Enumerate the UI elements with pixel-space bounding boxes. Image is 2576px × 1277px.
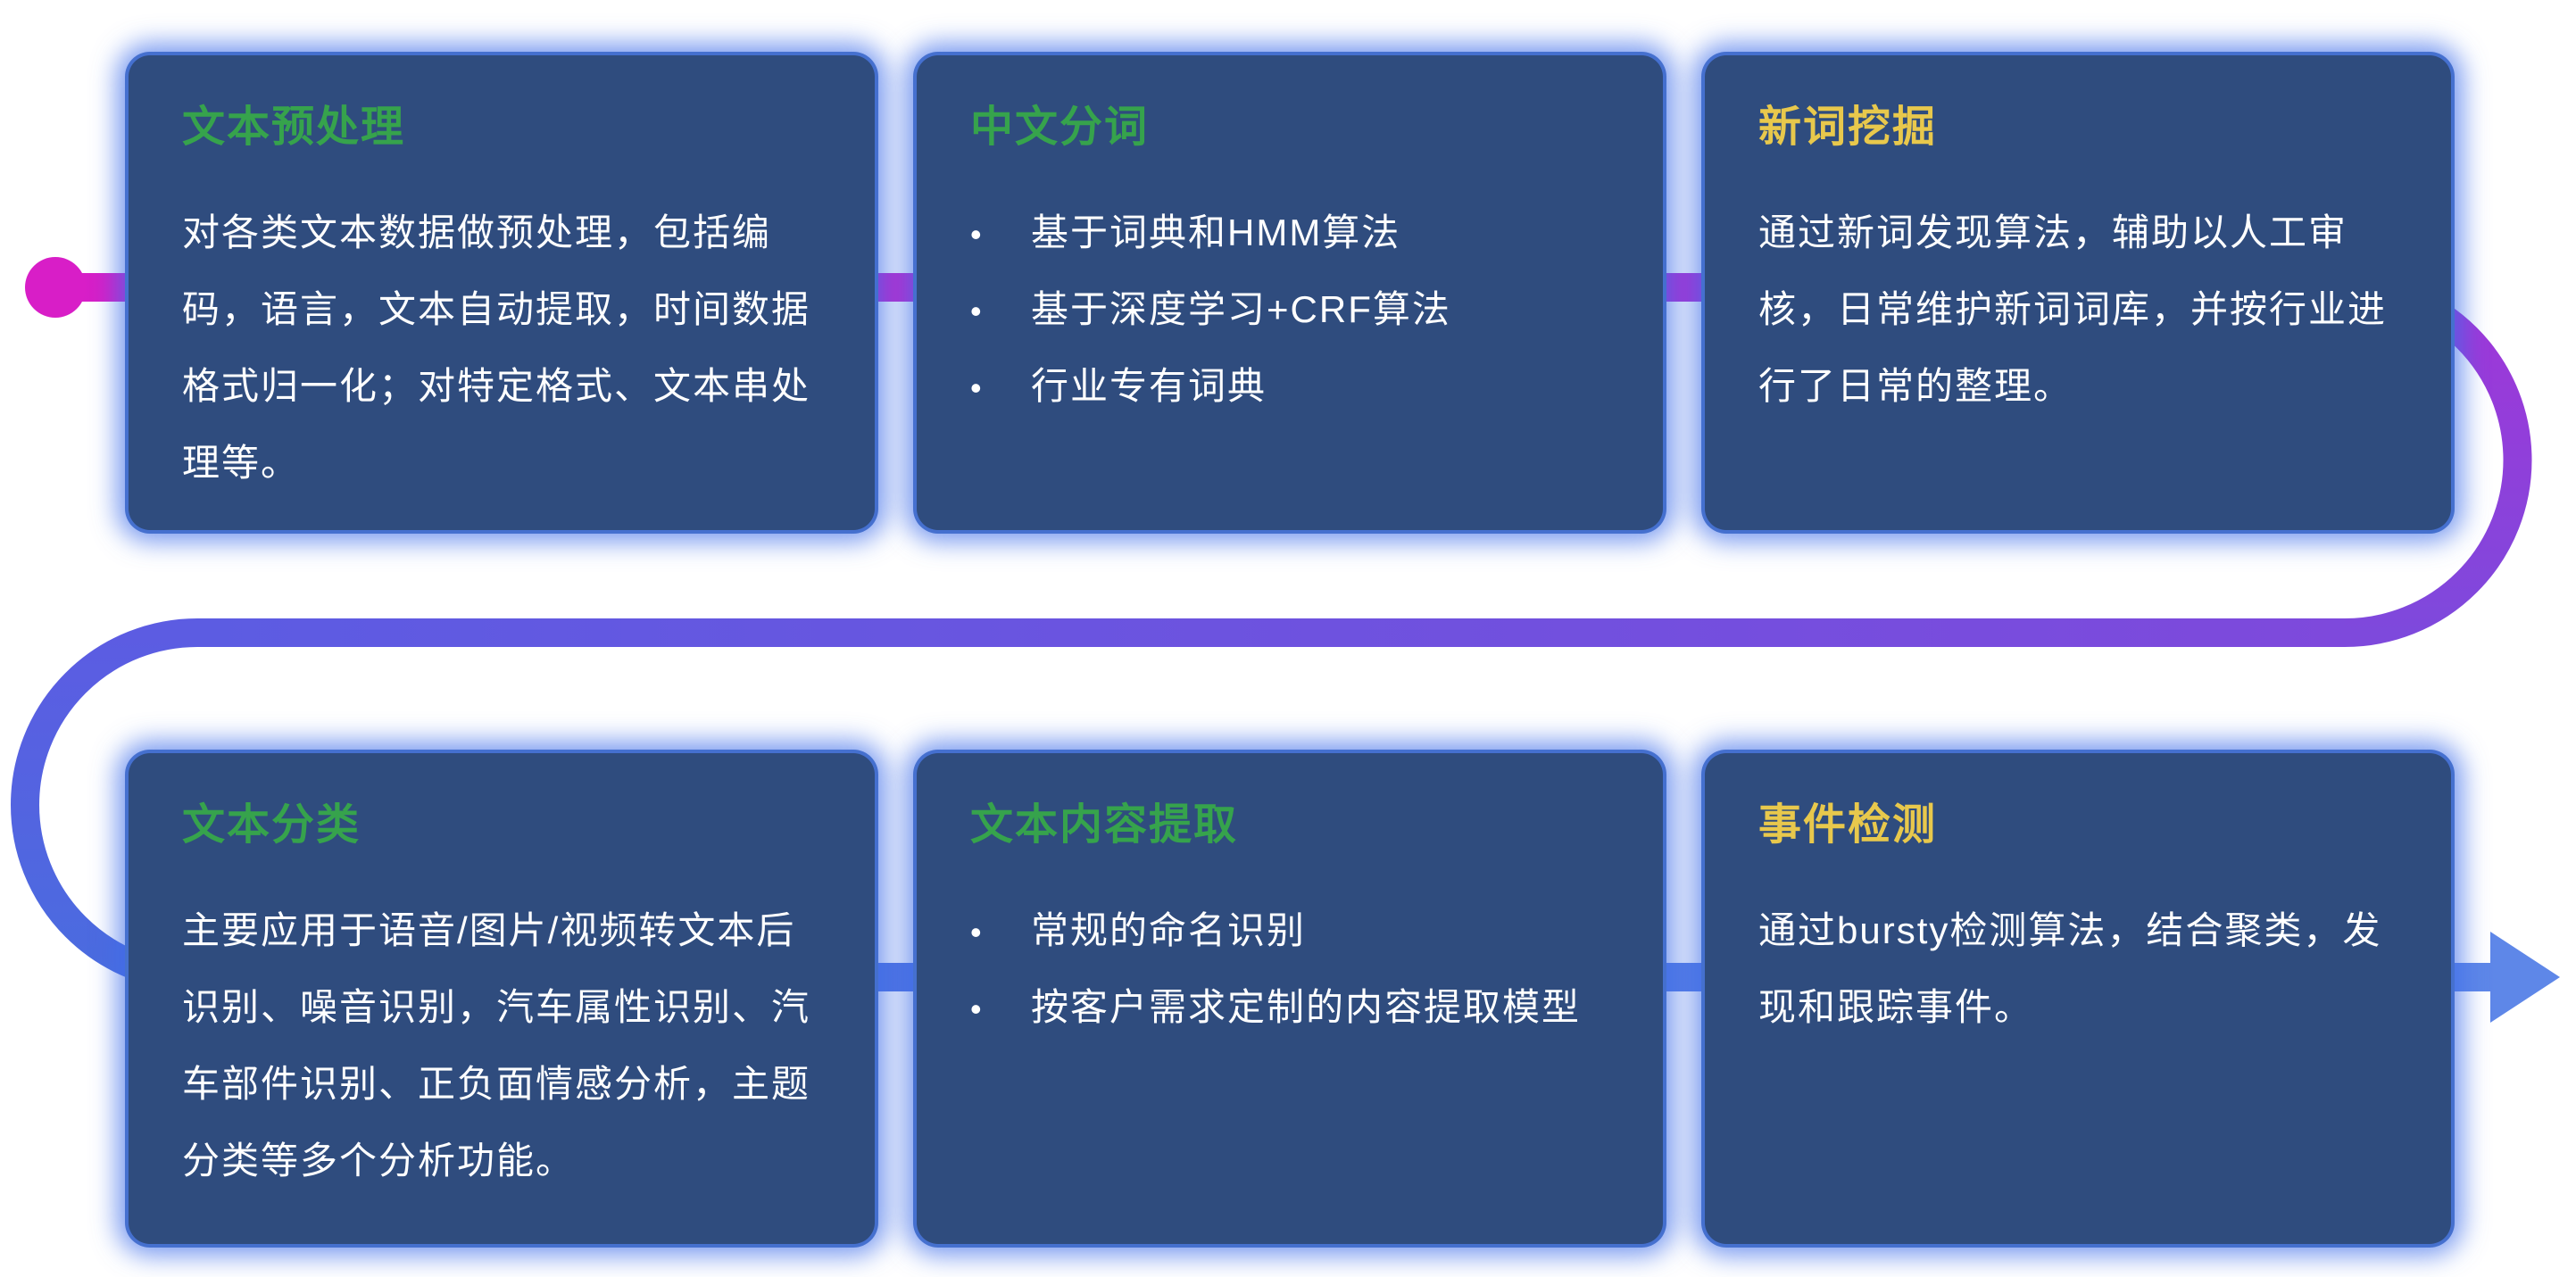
card-text-preprocessing: 文本预处理 对各类文本数据做预处理，包括编码，语言，文本自动提取，时间数据格式归… [125, 52, 878, 534]
arrow-right-icon [2490, 932, 2560, 1023]
bullet-text: 常规的命名识别 [1031, 908, 1307, 951]
bullet-item: 基于深度学习+CRF算法 [970, 271, 1609, 348]
card-text-classification: 文本分类 主要应用于语音/图片/视频转文本后识别、噪音识别，汽车属性识别、汽车部… [125, 750, 878, 1248]
card-title: 新词挖掘 [1758, 104, 1938, 151]
flow-start-dot-icon [25, 257, 86, 318]
bullet-text: 基于深度学习+CRF算法 [1031, 287, 1451, 330]
card-event-detection: 事件检测 通过bursty检测算法，结合聚类，发现和跟踪事件。 [1701, 750, 2455, 1248]
bullet-item: 按客户需求定制的内容提取模型 [970, 969, 1609, 1046]
bullet-text: 行业专有词典 [1031, 364, 1267, 407]
card-title: 文本内容提取 [970, 801, 1239, 849]
bullet-list: 常规的命名识别 按客户需求定制的内容提取模型 [970, 892, 1609, 1046]
bullet-text: 按客户需求定制的内容提取模型 [1031, 985, 1582, 1028]
bullet-item: 行业专有词典 [970, 348, 1609, 425]
flow-curve-left [11, 618, 198, 991]
card-title: 中文分词 [970, 104, 1150, 151]
card-body: 对各类文本数据做预处理，包括编码，语言，文本自动提取，时间数据格式归一化；对特定… [182, 211, 811, 484]
bullet-item: 基于词典和HMM算法 [970, 195, 1609, 271]
card-body: 主要应用于语音/图片/视频转文本后识别、噪音识别，汽车属性识别、汽车部件识别、正… [182, 908, 811, 1182]
bullet-list: 基于词典和HMM算法 基于深度学习+CRF算法 行业专有词典 [970, 195, 1609, 425]
card-title: 文本分类 [182, 801, 361, 849]
card-title: 文本预处理 [182, 104, 406, 151]
card-text-content-extraction: 文本内容提取 常规的命名识别 按客户需求定制的内容提取模型 [913, 750, 1666, 1248]
bullet-text: 基于词典和HMM算法 [1031, 211, 1401, 253]
card-body: 通过bursty检测算法，结合聚类，发现和跟踪事件。 [1758, 908, 2382, 1028]
card-body: 通过新词发现算法，辅助以人工审核，日常维护新词词库，并按行业进行了日常的整理。 [1758, 211, 2388, 407]
bullet-item: 常规的命名识别 [970, 892, 1609, 969]
card-title: 事件检测 [1758, 801, 1938, 849]
card-new-word-mining: 新词挖掘 通过新词发现算法，辅助以人工审核，日常维护新词词库，并按行业进行了日常… [1701, 52, 2455, 534]
card-chinese-word-segmentation: 中文分词 基于词典和HMM算法 基于深度学习+CRF算法 行业专有词典 [913, 52, 1666, 534]
